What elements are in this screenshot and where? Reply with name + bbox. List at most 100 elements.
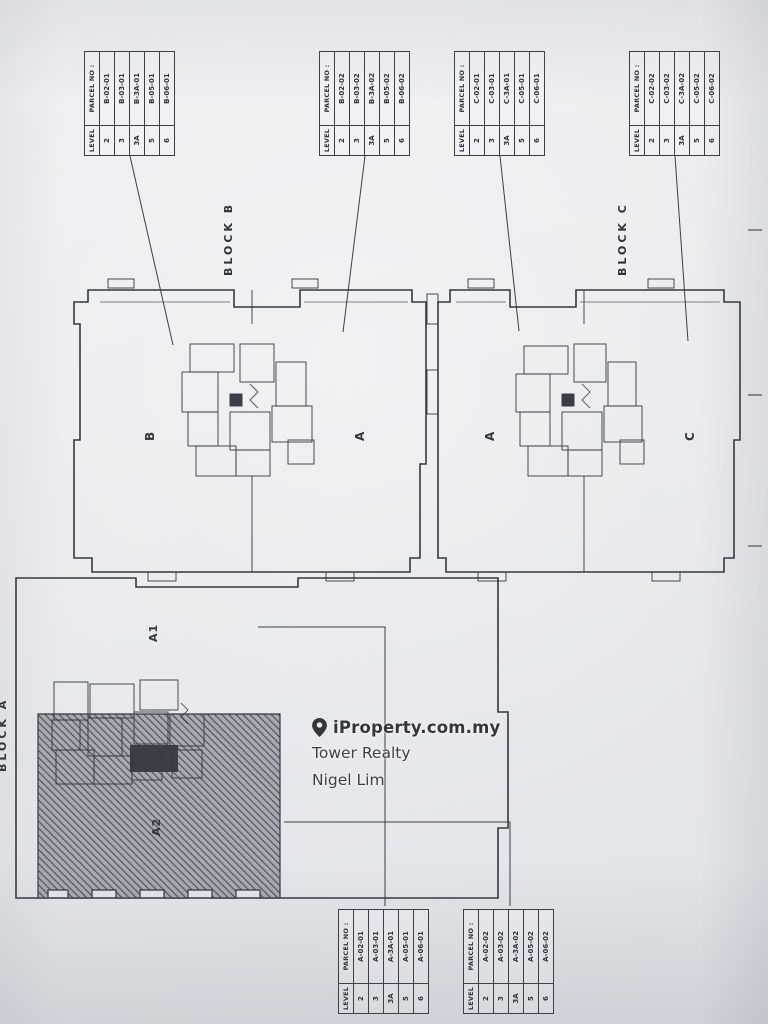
level-cell: 3 [493,983,509,1014]
level-cell: 5 [379,125,395,156]
level-cell: 3A [674,125,690,156]
level-cell: 5 [689,125,705,156]
parcel-cell: A-06-01 [413,909,429,984]
level-cell: 3A [499,125,515,156]
parcel-cell: C-02-01 [469,51,485,126]
parcel-cell: B-02-01 [99,51,115,126]
parcel-cell: B-03-01 [114,51,130,126]
watermark-brand: iProperty.com.my [333,718,501,737]
level-cell: 3A [129,125,145,156]
parcel-cell: C-03-01 [484,51,500,126]
level-cell: 5 [398,983,414,1014]
parcel-cell: C-06-01 [529,51,545,126]
level-cell: 6 [538,983,554,1014]
unit-label-a2: A2 [150,817,163,836]
parcel-cell: A-05-01 [398,909,414,984]
level-cell: 6 [159,125,175,156]
parcel-cell: C-06-02 [704,51,720,126]
level-cell: 6 [413,983,429,1014]
block-c-core [515,343,645,477]
level-cell: 2 [353,983,369,1014]
block-c-plan [426,278,741,582]
level-cell: 3A [508,983,524,1014]
level-cell: 5 [144,125,160,156]
block-a-core [51,679,205,785]
level-cell: 2 [334,125,350,156]
level-cell: 3 [114,125,130,156]
parcel-cell: A-3A-01 [383,909,399,984]
parcel-cell: B-03-02 [349,51,365,126]
parcel-cell: C-03-02 [659,51,675,126]
parcel-cell: A-03-01 [368,909,384,984]
level-cell: 5 [523,983,539,1014]
unit-label-block-b-right: A [353,430,367,441]
parcel-column-header: PARCEL NO : [338,909,354,984]
block-a-plan [15,577,509,899]
a2-hatched-area [37,713,281,899]
level-cell: 6 [704,125,720,156]
watermark: iProperty.com.my Tower Realty Nigel Lim [312,718,500,789]
level-cell: 2 [478,983,494,1014]
watermark-agency-name: Tower Realty [312,744,411,762]
level-cell: 2 [644,125,660,156]
level-cell: 6 [394,125,410,156]
level-cell: 5 [514,125,530,156]
block-title-c: BLOCK C [616,202,629,276]
parcel-cell: B-05-01 [144,51,160,126]
parcel-cell: A-02-02 [478,909,494,984]
parcel-cell: A-02-01 [353,909,369,984]
parcel-cell: B-3A-02 [364,51,380,126]
parcel-cell: B-06-01 [159,51,175,126]
level-cell: 3A [383,983,399,1014]
parcel-column-header: PARCEL NO : [84,51,100,126]
block-b-plan [73,278,427,582]
level-cell: 2 [99,125,115,156]
level-cell: 6 [529,125,545,156]
block-b-core [181,343,315,477]
block-title-a: BLOCK A [0,698,9,772]
parcel-column-header: PARCEL NO : [319,51,335,126]
level-cell: 3A [364,125,380,156]
parcel-column-header: PARCEL NO : [463,909,479,984]
level-column-header: LEVEL [454,125,470,156]
unit-label-block-b-left: B [143,430,157,441]
level-cell: 3 [484,125,500,156]
scan-ticks [748,229,762,547]
parcel-cell: C-05-02 [689,51,705,126]
parcel-cell: C-3A-01 [499,51,515,126]
unit-label-a1: A1 [147,623,160,642]
level-cell: 3 [659,125,675,156]
parcel-cell: C-3A-02 [674,51,690,126]
leader-lines [129,155,689,906]
level-column-header: LEVEL [84,125,100,156]
block-link-walkway [426,369,439,415]
unit-label-block-c-left: A [483,430,497,441]
unit-label-block-c-right: C [683,431,697,441]
parcel-cell: C-05-01 [514,51,530,126]
